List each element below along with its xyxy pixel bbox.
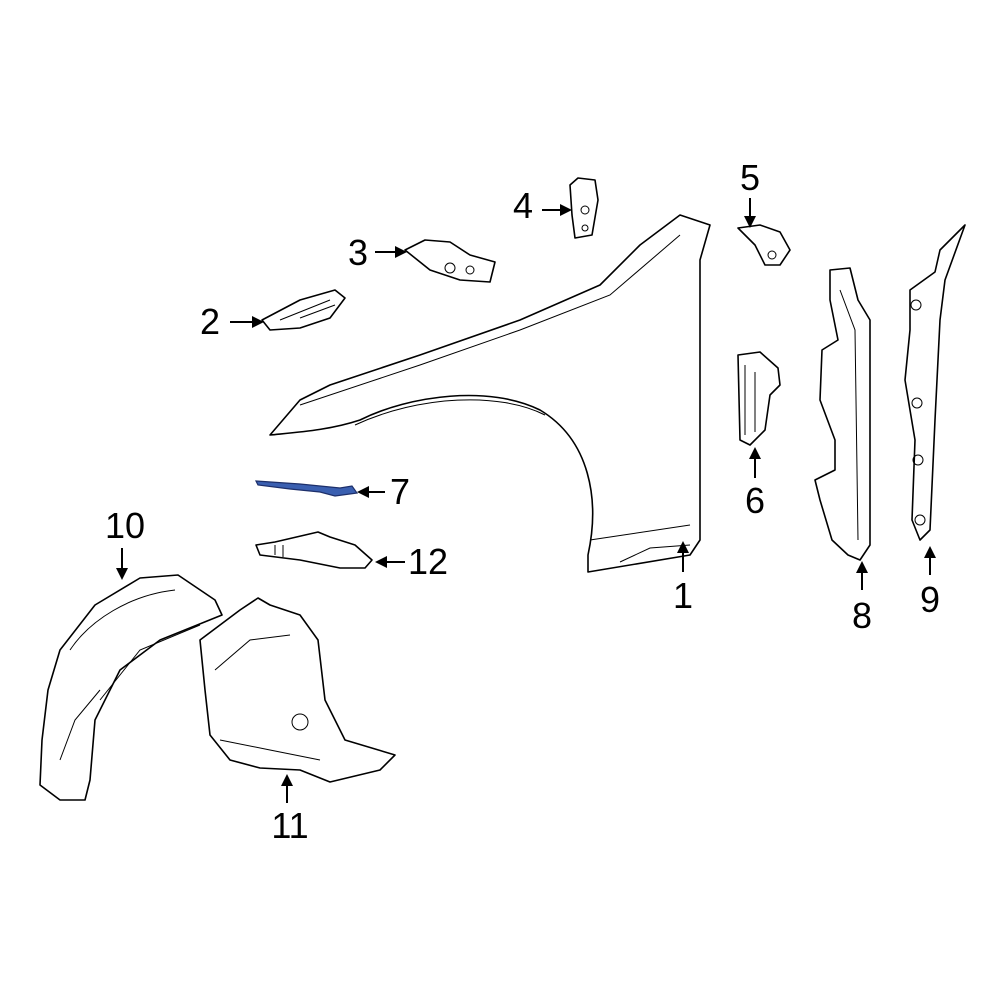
callout-5[interactable]: 5 [740,157,760,198]
callout-12[interactable]: 12 [408,541,448,582]
callout-arrows [116,198,936,803]
callout-6[interactable]: 6 [745,480,765,521]
part-11-fender-liner[interactable] [199,597,396,783]
callout-11[interactable]: 11 [271,805,308,846]
callout-8[interactable]: 8 [852,595,872,636]
callout-2[interactable]: 2 [200,301,220,342]
callout-10[interactable]: 10 [105,505,145,546]
callout-1[interactable]: 1 [673,575,693,616]
callout-7[interactable]: 7 [390,471,410,512]
part-9-seal[interactable] [904,224,966,541]
callout-3[interactable]: 3 [348,232,368,273]
part-4-bracket[interactable] [569,177,599,239]
part-12-deflector[interactable] [255,531,373,569]
callout-9[interactable]: 9 [920,579,940,620]
part-2-bracket[interactable] [261,289,346,331]
part-7-seal-strip[interactable] [254,480,359,497]
part-1-fender[interactable] [269,214,711,573]
part-5-bracket[interactable] [737,224,791,266]
part-8-insulator[interactable] [814,267,871,561]
part-10-fender-liner[interactable] [39,574,223,801]
part-3-bracket[interactable] [404,239,496,283]
part-6-bracket[interactable] [737,351,781,446]
callout-4[interactable]: 4 [513,185,533,226]
